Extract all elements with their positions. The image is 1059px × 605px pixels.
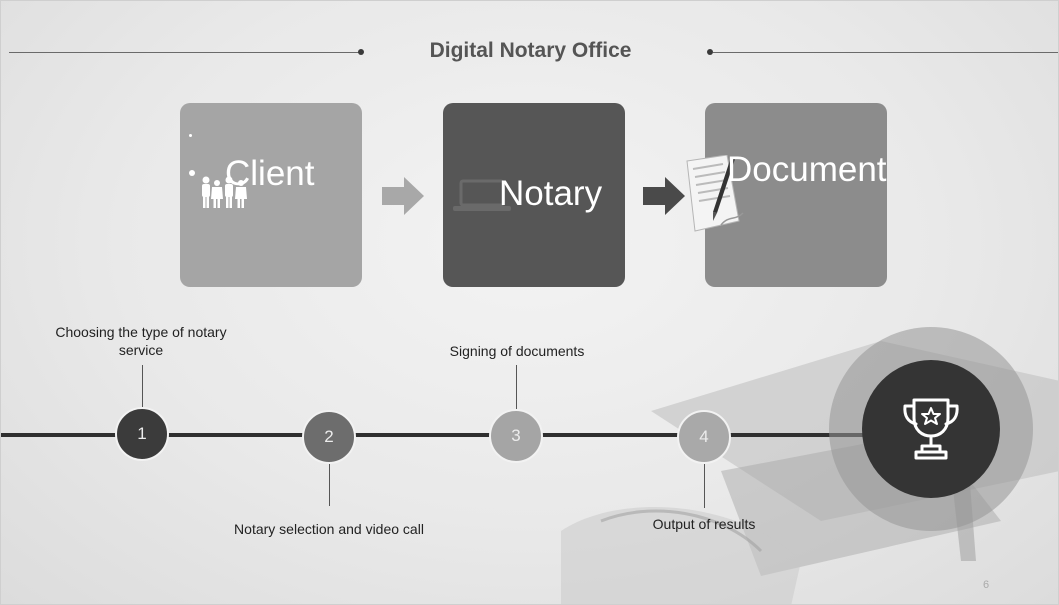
page-number: 6 [983, 579, 990, 591]
bullet-dot [189, 134, 192, 137]
step-1-caption: Choosing the type of notary service [55, 324, 227, 358]
notary-box: Notary [443, 103, 625, 287]
step-2-circle: 2 [302, 410, 356, 464]
family-icon [202, 176, 247, 208]
laptop-icon [453, 179, 511, 211]
document-label: Document [727, 150, 887, 189]
client-label: Client [225, 154, 315, 193]
step-2-connector [329, 464, 330, 506]
title-left-dot [358, 49, 364, 55]
step-4-connector [704, 464, 705, 508]
arrow-right-icon [643, 177, 685, 215]
step-3-connector [516, 365, 517, 409]
trophy-icon [903, 398, 959, 460]
title-right-dot [707, 49, 713, 55]
step-1-circle: 1 [115, 407, 169, 461]
document-pen-icon [686, 155, 744, 232]
notary-label: Notary [499, 174, 603, 213]
step-3-caption: Signing of documents [449, 343, 585, 359]
title-right-rule [713, 52, 1058, 53]
title-left-rule [9, 52, 361, 53]
timeline-line [1, 433, 881, 437]
step-1-connector [142, 365, 143, 407]
step-2-caption: Notary selection and video call [234, 521, 424, 537]
document-box: Document [686, 103, 887, 287]
client-box: Client [180, 103, 362, 287]
goal-circle [862, 360, 1000, 498]
step-4-caption: Output of results [652, 516, 756, 532]
slide-title: Digital Notary Office [429, 39, 632, 62]
bullet-dot [189, 170, 195, 176]
step-4-circle: 4 [677, 410, 731, 464]
arrow-right-icon [382, 177, 424, 215]
step-3-circle: 3 [489, 409, 543, 463]
